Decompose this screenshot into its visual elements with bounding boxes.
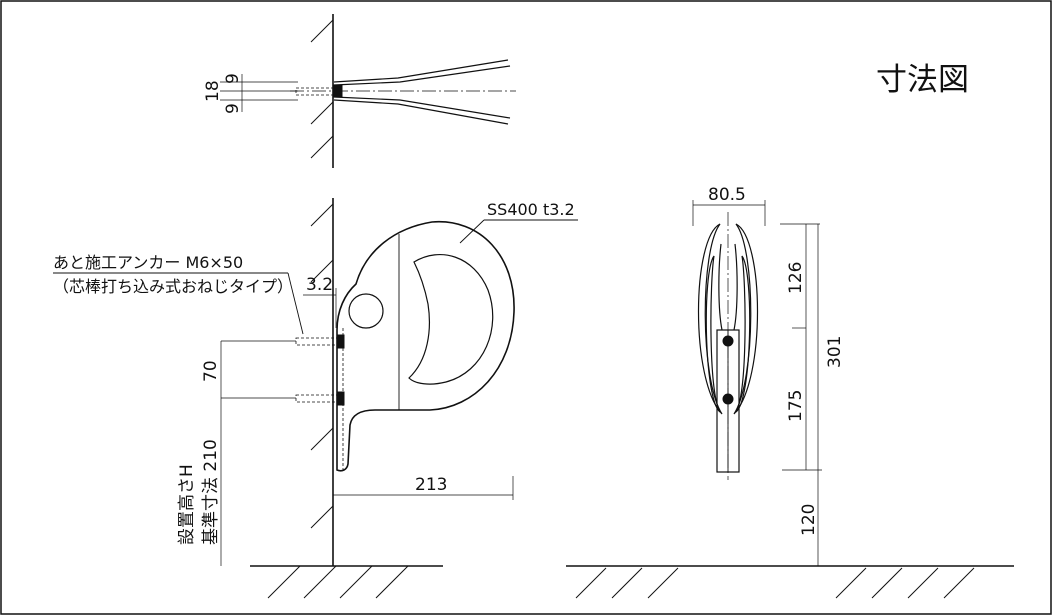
front-upper-arms <box>718 243 738 331</box>
front-lower-bolt <box>722 393 734 405</box>
front-upper-label: 126 <box>786 262 806 294</box>
depth-dimension <box>333 476 514 500</box>
rack-body-outline <box>336 221 515 472</box>
front-height-dimensions <box>780 223 822 566</box>
side-height-dimension <box>220 340 296 566</box>
top-dim-total: 18 <box>203 80 223 102</box>
top-view-lower-arm <box>333 96 511 125</box>
front-left-inner-loop <box>705 255 721 413</box>
anchor-note-line2: （芯棒打ち込み式おねじタイプ） <box>53 277 293 296</box>
front-total-label: 301 <box>825 336 845 368</box>
top-view-wall-hatch <box>310 19 334 159</box>
rack-hole <box>348 293 384 329</box>
anchor-note-line1: あと施工アンカー M6×50 <box>53 253 243 272</box>
side-upper-anchor-bolt <box>295 337 338 346</box>
top-view-anchor-bolt <box>295 87 335 96</box>
front-right-outer-loop <box>733 223 759 415</box>
front-width-dimension <box>692 200 766 226</box>
side-lower-anchor-nut <box>336 391 345 406</box>
drawing-title: 寸法図 <box>876 62 969 98</box>
front-base-label: 120 <box>799 504 819 536</box>
rack-inner-slot <box>408 254 494 385</box>
top-view-thickness-dimension <box>220 74 298 112</box>
top-view: 18 9 9 <box>203 14 516 168</box>
bolt-pitch-label: 70 <box>201 360 221 382</box>
floor-hatch-right <box>575 567 975 599</box>
front-width-label: 80.5 <box>708 185 746 205</box>
install-height-note-line1: 設置高さH <box>177 464 197 545</box>
install-height-note-line2: 基準寸法 210 <box>201 439 221 545</box>
depth-label: 213 <box>415 475 447 495</box>
side-view-wall-hatch <box>310 203 334 529</box>
top-dim-lower: 9 <box>223 103 243 114</box>
thickness-label: 3.2 <box>306 275 333 295</box>
front-view: 80.5 126 175 120 301 <box>566 185 1014 599</box>
material-label: SS400 t3.2 <box>487 200 575 219</box>
front-left-outer-loop <box>697 223 723 415</box>
top-view-anchor-nut <box>333 84 343 98</box>
side-upper-anchor-nut <box>336 334 345 349</box>
side-lower-anchor-bolt <box>295 394 338 403</box>
floor-hatch-left <box>267 565 409 599</box>
front-upper-bolt <box>722 335 734 347</box>
front-right-inner-loop <box>735 255 751 413</box>
anchor-note-leader <box>287 272 304 335</box>
side-view: SS400 t3.2 あと施工アンカー M6×50 （芯棒打ち込み式おねじタイプ… <box>53 198 578 599</box>
top-dim-upper: 9 <box>223 73 243 84</box>
top-view-upper-arm <box>333 59 511 86</box>
material-leader <box>459 219 485 244</box>
front-middle-label: 175 <box>786 390 806 422</box>
